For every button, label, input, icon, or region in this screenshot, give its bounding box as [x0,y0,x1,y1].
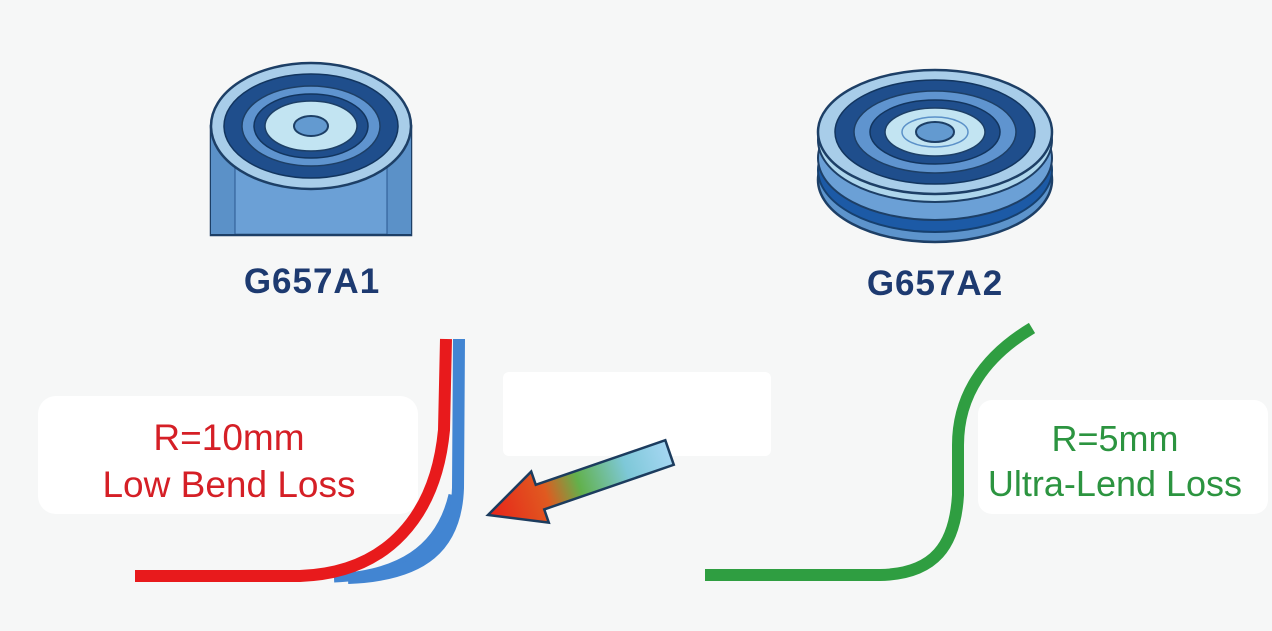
left-bend-annotation: R=10mm Low Bend Loss [40,414,418,508]
bend-curve-blue [333,338,465,584]
left-bend-radius-text: R=10mm [153,417,305,458]
right-annotation-panel [978,400,1268,514]
gradient-arrow-icon [485,438,676,525]
bend-curve-green [705,322,1036,581]
fiber-disc-illustration [816,68,1054,244]
right-bend-annotation: R=5mm Ultra-Lend Loss [962,416,1268,506]
left-annotation-panel [38,396,418,514]
right-bend-caption-text: Ultra-Lend Loss [987,463,1243,504]
fiber-type-label-left: G657A1 [243,262,381,301]
fiber-cylinder-illustration [209,61,413,237]
bend-curve-red [135,338,452,582]
right-bend-radius-text: R=5mm [1051,418,1179,459]
left-bend-caption-text: Low Bend Loss [102,464,356,505]
arrow-panel [503,372,771,456]
fiber-type-label-right: G657A2 [866,264,1004,303]
